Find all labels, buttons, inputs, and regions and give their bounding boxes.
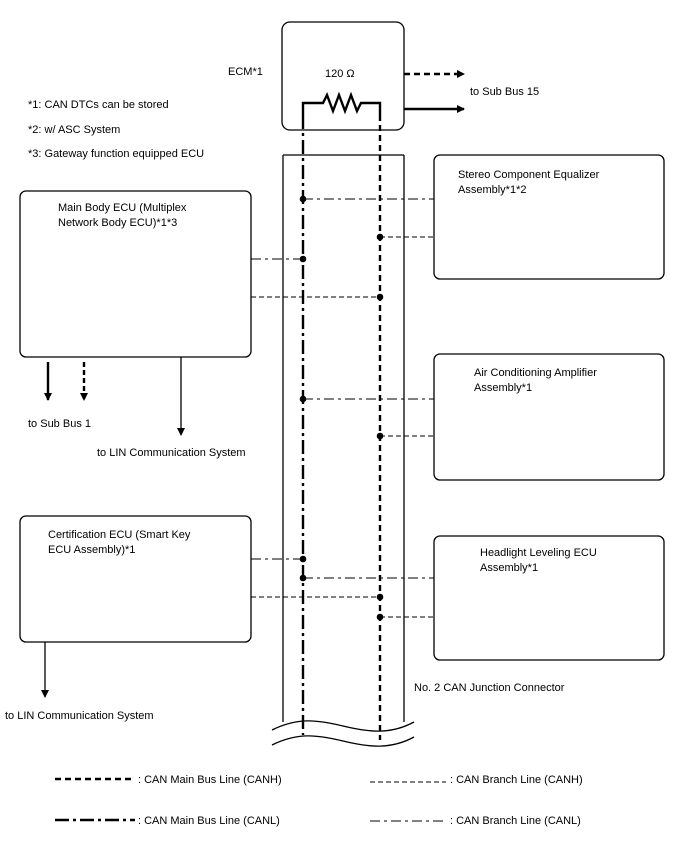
air-conditioning-amplifier-box [433,353,665,481]
stereo-equalizer-box [433,154,665,280]
junction-dot [376,593,384,601]
main-body-ecu-label-line1: Main Body ECU (Multiplex [58,202,187,214]
certification-ecu-box [19,515,252,643]
junction-dot [299,195,307,203]
certification-lin-label: to LIN Communication System [5,710,154,722]
junction-connector [271,154,415,747]
main-body-ecu-label-line2: Network Body ECU)*1*3 [58,217,177,229]
ecm-label: ECM*1 [228,66,263,78]
stereo-equalizer-label-line1: Stereo Component Equalizer [458,169,600,181]
certification-ecu-label-line1: Certification ECU (Smart Key [48,529,191,541]
junction-dot [376,233,384,241]
headlight-leveling-label-line1: Headlight Leveling ECU [480,547,597,559]
termination-resistor [301,91,382,115]
junction-dot [299,574,307,582]
note-2: *2: w/ ASC System [28,124,120,136]
headlight-leveling-label-line2: Assembly*1 [480,562,538,574]
air-conditioning-label-line1: Air Conditioning Amplifier [474,367,597,379]
to-sub-bus-15-label: to Sub Bus 15 [470,86,539,98]
to-sub-bus-1-label: to Sub Bus 1 [28,418,91,430]
junction-dot [376,293,384,301]
main-body-ecu-box [19,190,252,358]
junction-dot [299,555,307,563]
legend: : CAN Main Bus Line (CANH) : CAN Main Bu… [55,774,583,827]
legend-branch-canl-label: : CAN Branch Line (CANL) [450,815,581,827]
resistor-label: 120 Ω [325,68,355,80]
legend-main-canl-label: : CAN Main Bus Line (CANL) [138,815,280,827]
main-body-lin-label: to LIN Communication System [97,447,246,459]
headlight-leveling-box [433,535,665,661]
junction-dot [376,432,384,440]
legend-branch-canh-label: : CAN Branch Line (CANH) [450,774,583,786]
junction-connector-label: No. 2 CAN Junction Connector [414,682,565,694]
junction-dot [299,395,307,403]
junction-dots [299,195,384,621]
certification-ecu-label-line2: ECU Assembly)*1 [48,544,135,556]
legend-main-canh-label: : CAN Main Bus Line (CANH) [138,774,282,786]
stereo-equalizer-label-line2: Assembly*1*2 [458,184,526,196]
note-1: *1: CAN DTCs can be stored [28,99,169,111]
note-3: *3: Gateway function equipped ECU [28,148,204,160]
air-conditioning-label-line2: Assembly*1 [474,382,532,394]
junction-dot [299,255,307,263]
junction-dot [376,613,384,621]
